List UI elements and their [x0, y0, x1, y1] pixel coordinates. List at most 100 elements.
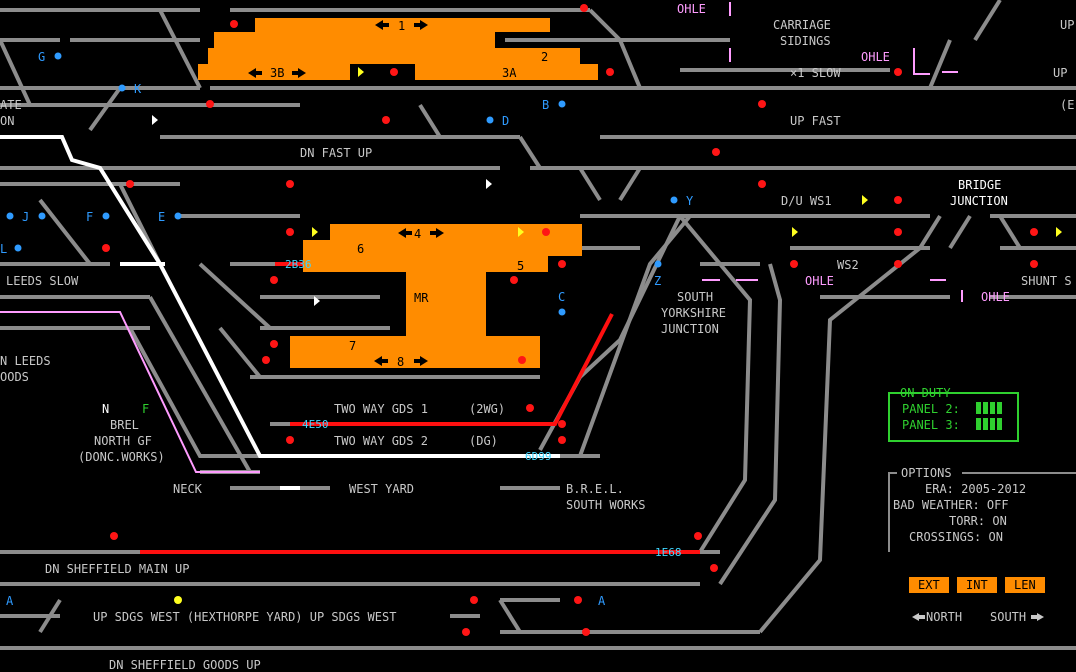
panel-2-indicator [976, 402, 1002, 414]
len-button[interactable]: LEN [1005, 577, 1045, 593]
position-dot [102, 212, 110, 220]
brel-north-gf-label: NORTH GF [94, 434, 152, 448]
arrow-right-icon [430, 228, 444, 238]
signal-red[interactable] [710, 564, 718, 572]
dn-sheffield-goods-label: DN SHEFFIELD GOODS UP [109, 658, 261, 672]
signal-red[interactable] [574, 596, 582, 604]
arrow-right-icon [414, 356, 428, 366]
svg-text:EXT: EXT [918, 578, 940, 592]
signal-red[interactable] [110, 532, 118, 540]
signal-red[interactable] [694, 532, 702, 540]
signal-red[interactable] [542, 228, 550, 236]
signal-id-y: Y [686, 194, 694, 208]
signal-red[interactable] [286, 228, 294, 236]
platform-8-label: 8 [397, 355, 404, 369]
signal-red[interactable] [262, 356, 270, 364]
on-label: ON [0, 114, 14, 128]
headcode-1e68[interactable]: 1E68 [655, 546, 682, 559]
signal-red[interactable] [758, 100, 766, 108]
position-dot [558, 308, 566, 316]
signal-red[interactable] [206, 100, 214, 108]
signal-red[interactable] [580, 4, 588, 12]
position-dot [54, 52, 62, 60]
route-indicator-icon [862, 195, 868, 205]
route-indicator-icon [486, 179, 492, 189]
west-yard-label: WEST YARD [349, 482, 414, 496]
signal-red[interactable] [894, 228, 902, 236]
signal-red[interactable] [102, 244, 110, 252]
platform-6-label: 6 [357, 242, 364, 256]
a-indicator: A [598, 594, 606, 608]
bridge-junction-label: JUNCTION [950, 194, 1008, 208]
platform-4-label: 4 [414, 227, 421, 241]
platform-mr-label: MR [414, 291, 429, 305]
position-dot [486, 116, 494, 124]
headcode-4e50[interactable]: 4E50 [302, 418, 329, 431]
signal-yellow[interactable] [174, 596, 182, 604]
signal-id-z: Z [654, 274, 661, 288]
position-dot [38, 212, 46, 220]
signal-identifiers: G K B D J F E Y Z C L [0, 50, 694, 304]
platform-1-label: 1 [398, 19, 405, 33]
signal-id-d: D [502, 114, 509, 128]
signal-red[interactable] [558, 436, 566, 444]
signal-red[interactable] [518, 356, 526, 364]
arrow-left-icon [398, 228, 412, 238]
a-indicator: A [6, 594, 14, 608]
signal-red[interactable] [558, 260, 566, 268]
signal-red[interactable] [230, 20, 238, 28]
oods-label: OODS [0, 370, 29, 384]
int-button[interactable]: INT [957, 577, 997, 593]
signal-red[interactable] [712, 148, 720, 156]
signal-red[interactable] [558, 420, 566, 428]
headcode-6d99[interactable]: 6D99 [525, 450, 552, 463]
signal-id-f: F [86, 210, 93, 224]
d-u-ws1-label: D/U WS1 [781, 194, 832, 208]
signal-red[interactable] [382, 116, 390, 124]
signal-red[interactable] [286, 180, 294, 188]
two-way-gds-2-suffix: (DG) [469, 434, 498, 448]
option-crossings[interactable]: CROSSINGS: ON [909, 530, 1003, 544]
signal-red[interactable] [758, 180, 766, 188]
platform-1-2-3 [198, 18, 598, 80]
signal-red[interactable] [1030, 228, 1038, 236]
option-bad-weather[interactable]: BAD WEATHER: OFF [893, 498, 1009, 512]
signal-red[interactable] [510, 276, 518, 284]
options-panel: OPTIONS ERA: 2005-2012 BAD WEATHER: OFF … [888, 466, 1076, 552]
north-nav-button[interactable]: NORTH [912, 610, 962, 624]
ext-button[interactable]: EXT [909, 577, 949, 593]
signal-red[interactable] [894, 68, 902, 76]
position-dot [670, 196, 678, 204]
signal-red[interactable] [894, 260, 902, 268]
brel-north-gf-label: (DONC.WORKS) [78, 450, 165, 464]
signal-red[interactable] [286, 436, 294, 444]
south-nav-button[interactable]: SOUTH [990, 610, 1044, 624]
platform-7-label: 7 [349, 339, 356, 353]
panel-2-label: PANEL 2: [902, 402, 960, 416]
panel-3-label: PANEL 3: [902, 418, 960, 432]
signal-red[interactable] [390, 68, 398, 76]
svg-text:NORTH: NORTH [926, 610, 962, 624]
signal-red[interactable] [126, 180, 134, 188]
arrow-right-icon [292, 68, 306, 78]
signal-red[interactable] [894, 196, 902, 204]
signal-red[interactable] [270, 340, 278, 348]
signal-red[interactable] [582, 628, 590, 636]
signal-id-c: C [558, 290, 565, 304]
signal-red[interactable] [606, 68, 614, 76]
ohle-markers [0, 2, 963, 473]
signal-red[interactable] [470, 596, 478, 604]
signal-red[interactable] [790, 260, 798, 268]
carriage-sidings-label: CARRIAGE [773, 18, 831, 32]
headcode-2b36[interactable]: 2B36 [285, 258, 312, 271]
option-torr[interactable]: TORR: ON [949, 514, 1007, 528]
signal-red[interactable] [462, 628, 470, 636]
signal-red[interactable] [526, 404, 534, 412]
options-title: OPTIONS [901, 466, 952, 480]
route-indicator-icon [358, 67, 364, 77]
on-duty-panel: ON DUTY PANEL 2: PANEL 3: [888, 386, 1019, 442]
option-era[interactable]: ERA: 2005-2012 [925, 482, 1026, 496]
signal-red[interactable] [270, 276, 278, 284]
signal-red[interactable] [1030, 260, 1038, 268]
